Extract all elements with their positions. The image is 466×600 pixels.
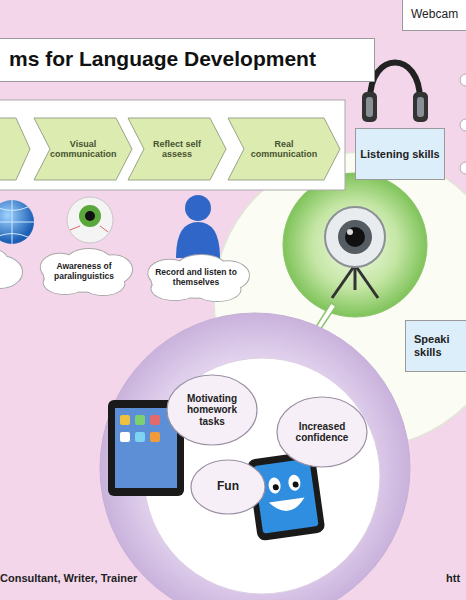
cloud-fill	[41, 249, 132, 295]
benefit-bubble: Fun	[190, 459, 266, 515]
node-text: Real communication	[249, 139, 319, 160]
footer-label: Consultant, Writer, Trainer	[0, 572, 137, 584]
globe-icon	[0, 200, 34, 244]
bubble-outline	[167, 375, 257, 445]
cloud-outline	[41, 249, 132, 295]
node-text: Increased confidence	[290, 421, 354, 444]
eye-icon	[67, 197, 113, 243]
bubble-outline	[277, 397, 367, 467]
node-text: Reflect self assess	[149, 139, 205, 160]
chevron-outline	[228, 118, 340, 180]
chevron-outline	[34, 118, 132, 180]
node-text: Record and listen to themselves	[150, 268, 242, 288]
process-chevron: Visual communication	[34, 118, 132, 180]
node-text: Listening skills	[360, 148, 440, 161]
process-chevron: Reflect self assess	[128, 118, 226, 180]
node-text: Awareness of paralinguistics	[44, 262, 124, 282]
partial-cloud	[0, 250, 22, 288]
cloud-fill	[148, 255, 249, 301]
node-text: Fun	[203, 480, 253, 494]
lilac-circle	[100, 313, 410, 600]
footer-label: htt	[446, 572, 460, 584]
node-text: Speaki skills	[414, 333, 458, 358]
webcam-circle	[283, 173, 427, 317]
cloud-outline	[148, 255, 249, 301]
node-text: Motivating homework tasks	[181, 393, 243, 428]
person-icon	[176, 195, 220, 258]
node-text: Visual communication	[50, 139, 116, 160]
partial-chevron	[0, 118, 30, 180]
node-text: Webcam	[411, 8, 466, 22]
skill-box: Speaki skills	[405, 320, 466, 372]
webcam-icon	[325, 207, 385, 298]
benefit-bubble: Motivating homework tasks	[166, 374, 258, 446]
title-box: ms for Language Development	[0, 38, 375, 82]
note-cloud: Awareness of paralinguistics	[36, 248, 132, 296]
process-chevron: Real communication	[228, 118, 340, 180]
chevron-outline	[128, 118, 226, 180]
chevron-band	[0, 100, 345, 190]
bubble-outline	[191, 460, 265, 514]
note-cloud: Record and listen to themselves	[143, 254, 249, 302]
header-box: Webcam	[402, 0, 466, 31]
benefit-bubble: Increased confidence	[276, 396, 368, 468]
diagram-title: ms for Language Development	[9, 47, 316, 71]
skill-box: Listening skills	[355, 128, 445, 180]
